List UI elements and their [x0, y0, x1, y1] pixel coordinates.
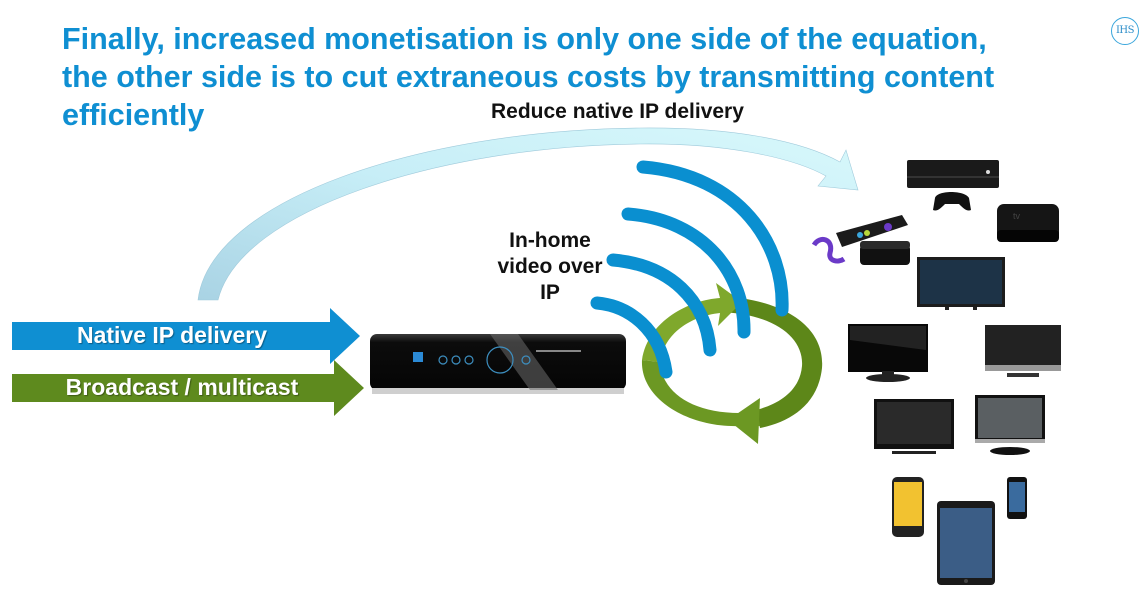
inhome-label-line-1: In-home — [509, 229, 591, 252]
apple-tv-icon: tv — [997, 204, 1059, 242]
bypass-arrow — [197, 127, 859, 301]
tv-1-icon — [848, 324, 928, 382]
broadcast-multicast-label: Broadcast / multicast — [65, 374, 299, 400]
title-line-3: efficiently — [62, 98, 205, 132]
arrow-right-icon — [12, 308, 360, 364]
roku-player-icon — [811, 215, 910, 265]
svg-text:tv: tv — [1013, 211, 1021, 221]
android-phone-icon — [892, 477, 924, 537]
inhome-label-line-2: video over — [497, 255, 603, 278]
wifi-signal-icon — [590, 160, 789, 379]
slide-title: Finally, increased monetisation is only … — [62, 20, 1102, 134]
inhome-label-line-3: IP — [540, 281, 560, 304]
broadcast-multicast-arrow: Broadcast / multicast — [12, 360, 364, 416]
inhome-video-label: In-home video over IP — [486, 228, 614, 306]
tablet-icon — [937, 501, 995, 585]
xbox-console-icon — [907, 160, 999, 211]
reduce-native-ip-label: Reduce native IP delivery — [491, 100, 744, 123]
tv-2-icon — [985, 325, 1061, 377]
iphone-icon — [1007, 477, 1027, 519]
ihs-logo: IHS — [1111, 17, 1139, 45]
tv-3-icon — [874, 399, 954, 454]
cycle-arrows — [641, 283, 823, 444]
tv-4-icon — [975, 395, 1045, 455]
monitor-icon — [917, 257, 1005, 310]
title-line-1: Finally, increased monetisation is only … — [62, 22, 987, 56]
title-line-2: the other side is to cut extraneous cost… — [62, 60, 995, 94]
native-ip-delivery-arrow: Native IP delivery — [12, 308, 360, 364]
set-top-box-icon — [370, 334, 626, 394]
native-ip-delivery-label: Native IP delivery — [76, 322, 268, 348]
arrow-right-icon — [12, 360, 364, 416]
